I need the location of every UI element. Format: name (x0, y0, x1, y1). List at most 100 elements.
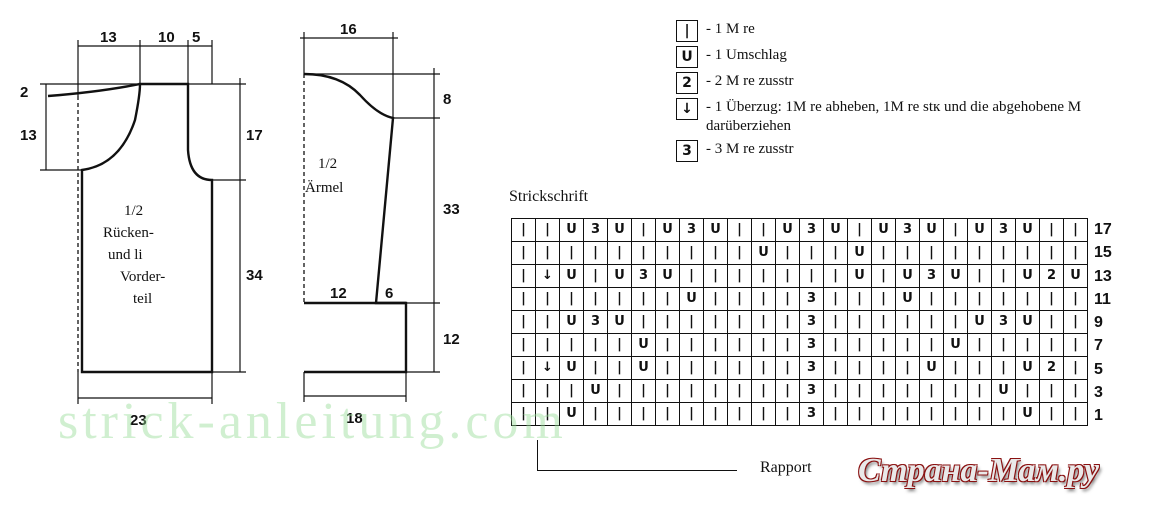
chart-cell: | (775, 241, 800, 265)
legend-row: |- 1 M re (676, 20, 1116, 42)
rapport-label: Rapport (760, 459, 812, 476)
chart-cell: U (847, 241, 872, 265)
chart-cell: 3 (799, 356, 824, 380)
chart-cell: | (1063, 333, 1088, 357)
chart-cell: | (895, 241, 920, 265)
rapport-bracket (537, 440, 538, 470)
chart-cell: U (559, 356, 584, 380)
chart-cell: | (823, 333, 848, 357)
chart-cell: 3 (799, 218, 824, 242)
chart-cell: ↓ (535, 356, 560, 380)
chart-cell: | (655, 287, 680, 311)
chart-cell: U (655, 218, 680, 242)
chart-row: |||U||||||||3|||||||U||| (511, 379, 1088, 403)
chart-cell: | (991, 287, 1016, 311)
chart-cell: | (943, 310, 968, 334)
chart-cell: 3 (799, 333, 824, 357)
sleeve-outline (303, 72, 408, 374)
chart-cell: | (1063, 310, 1088, 334)
chart-cell: | (895, 402, 920, 426)
chart-cell: | (919, 287, 944, 311)
chart-cell: | (895, 356, 920, 380)
chart-cell: | (775, 310, 800, 334)
chart-cell: | (583, 287, 608, 311)
row-number: 3 (1094, 384, 1103, 402)
slip-knit-pass-over-icon: ↓ (676, 98, 698, 120)
chart-cell: 2 (1039, 264, 1064, 288)
chart-cell: U (823, 218, 848, 242)
chart-cell: 3 (799, 287, 824, 311)
schematic-diagrams: 13 10 5 2 13 17 34 23 1/2 Rücken- und li… (20, 21, 460, 429)
chart-cell: | (559, 241, 584, 265)
chart-cell: | (991, 241, 1016, 265)
chart-cell: | (823, 356, 848, 380)
chart-cell: | (727, 402, 752, 426)
chart-cell: | (1063, 218, 1088, 242)
chart-cell: | (751, 287, 776, 311)
chart-cell: | (943, 402, 968, 426)
chart-cell: | (583, 241, 608, 265)
chart-cell: 3 (991, 218, 1016, 242)
chart-cell: 3 (991, 310, 1016, 334)
body-outline (80, 82, 214, 374)
chart-cell: | (631, 402, 656, 426)
watermark-text: strick-anleitung.com (58, 393, 567, 450)
chart-cell: | (1039, 379, 1064, 403)
chart-cell: U (1063, 264, 1088, 288)
chart-cell: | (559, 287, 584, 311)
chart-cell: | (751, 356, 776, 380)
chart-cell: | (703, 241, 728, 265)
chart-cell: | (871, 379, 896, 403)
chart-cell: U (631, 356, 656, 380)
chart-cell: | (1039, 287, 1064, 311)
chart-cell: | (1039, 218, 1064, 242)
chart-cell: | (775, 402, 800, 426)
legend-row: 3- 3 M re zusstr (676, 140, 1116, 162)
chart-cell: U (655, 264, 680, 288)
body-label-4: Vorder- (120, 269, 165, 285)
chart-cell: | (703, 379, 728, 403)
chart-cell: | (655, 333, 680, 357)
chart-row: ||U|||||||||3||||||||U|| (511, 402, 1088, 426)
chart-cell: U (967, 218, 992, 242)
chart-cell: U (1015, 218, 1040, 242)
legend-text: - 1 Umschlag (706, 47, 787, 63)
chart-cell: 2 (1039, 356, 1064, 380)
chart-cell: | (631, 241, 656, 265)
chart-cell: | (727, 356, 752, 380)
chart-cell: 3 (895, 218, 920, 242)
chart-cell: | (703, 264, 728, 288)
body-neckline (47, 82, 141, 98)
chart-cell: | (1063, 287, 1088, 311)
chart-cell: | (679, 241, 704, 265)
chart-cell: U (895, 264, 920, 288)
sleeve-dim-inner-right: 6 (385, 285, 393, 302)
chart-cell: | (943, 218, 968, 242)
chart-cell: | (967, 379, 992, 403)
chart-cell: | (847, 218, 872, 242)
chart-cell: | (535, 333, 560, 357)
chart-cell: | (607, 333, 632, 357)
chart-cell: | (1063, 379, 1088, 403)
row-number: 17 (1094, 221, 1112, 238)
chart-cell: | (727, 287, 752, 311)
chart-cell: U (1015, 310, 1040, 334)
chart-row: |||||||U||||3|||U||||||| (511, 287, 1088, 311)
chart-cell: | (823, 379, 848, 403)
body-dim-left-small: 2 (20, 84, 28, 101)
body-label-1: 1/2 (124, 203, 143, 219)
chart-cell: | (727, 379, 752, 403)
chart-cell: | (871, 287, 896, 311)
chart-cell: | (703, 356, 728, 380)
row-number: 9 (1094, 314, 1103, 332)
chart-cell: | (511, 287, 536, 311)
chart-cell: 3 (799, 310, 824, 334)
chart-cell: | (703, 333, 728, 357)
chart-cell: | (679, 402, 704, 426)
chart-cell: | (655, 402, 680, 426)
chart-cell: | (775, 356, 800, 380)
